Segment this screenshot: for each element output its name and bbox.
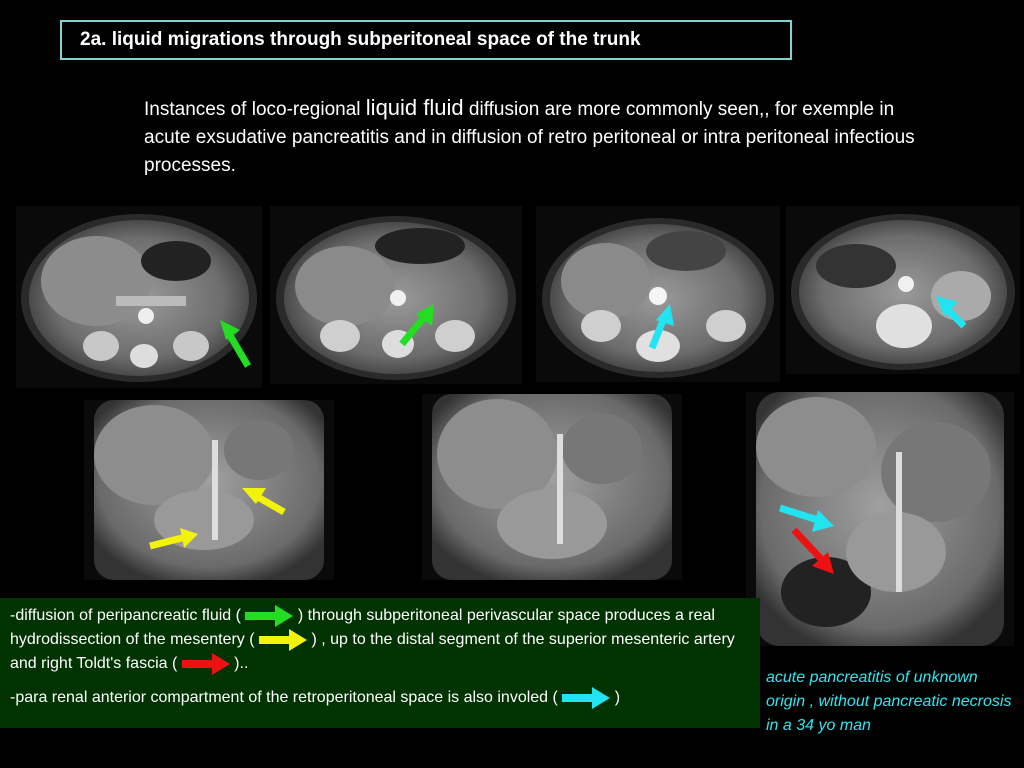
coronal-ct-image-3 bbox=[746, 392, 1014, 646]
coronal-ct-image-2 bbox=[422, 394, 682, 580]
caption-text-2a: -para renal anterior compartment of the … bbox=[10, 689, 563, 706]
yellow-arrow-icon bbox=[259, 628, 308, 651]
caption-text-1c: ) , up to the distal segment of the supe… bbox=[10, 631, 735, 672]
caption-paragraph-1: -diffusion of peripancreatic fluid ( ) t… bbox=[10, 604, 750, 676]
cyan-arrow-icon bbox=[562, 686, 611, 709]
green-arrow-icon bbox=[220, 320, 252, 368]
red-arrow-icon bbox=[791, 527, 834, 574]
cyan-arrow-icon bbox=[648, 304, 674, 350]
intro-text: Instances of loco-regional liquid fluid … bbox=[144, 94, 924, 180]
caption-paragraph-2: -para renal anterior compartment of the … bbox=[10, 686, 750, 710]
caption-text-1d: ).. bbox=[229, 655, 249, 672]
caption-box: -diffusion of peripancreatic fluid ( ) t… bbox=[0, 598, 760, 728]
axial-ct-image-4 bbox=[786, 206, 1020, 374]
yellow-arrow-icon bbox=[149, 528, 198, 550]
caption-text-2b: ) bbox=[610, 689, 621, 706]
axial-ct-image-3 bbox=[536, 206, 780, 382]
caption-text-1a: -diffusion of peripancreatic fluid ( bbox=[10, 607, 246, 624]
red-arrow-icon bbox=[181, 652, 230, 675]
intro-emphasis: liquid fluid bbox=[365, 95, 464, 120]
caption-text-1b: ) through subperitoneal perivascular spa… bbox=[10, 607, 715, 648]
coronal-ct-image-1 bbox=[84, 400, 334, 580]
axial-ct-image-1 bbox=[16, 206, 262, 388]
case-note: acute pancreatitis of unknown origin , w… bbox=[766, 669, 1012, 734]
intro-part-1: Instances of loco-regional bbox=[144, 99, 366, 120]
intro-part-2: diffusion are more commonly seen,, for e… bbox=[144, 99, 915, 176]
axial-ct-image-2 bbox=[270, 206, 522, 384]
cyan-arrow-icon bbox=[936, 296, 967, 329]
yellow-arrow-icon bbox=[242, 488, 286, 516]
green-arrow-icon bbox=[399, 304, 434, 347]
green-arrow-icon bbox=[245, 604, 294, 627]
slide-title: 2a. liquid migrations through subperiton… bbox=[60, 20, 792, 60]
cyan-arrow-icon bbox=[778, 504, 834, 532]
